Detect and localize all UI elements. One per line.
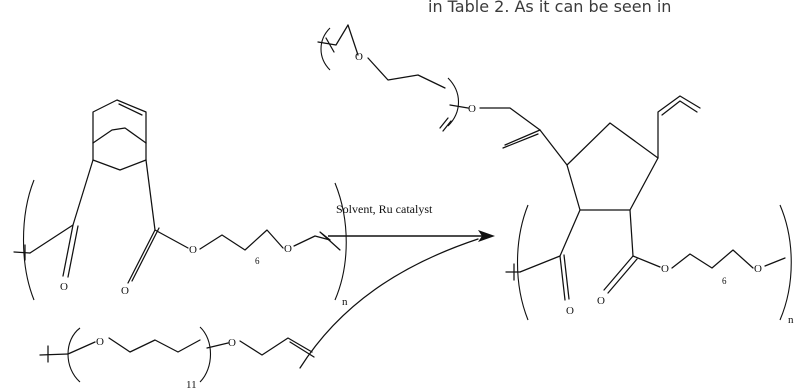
product-peg-left-paren xyxy=(320,27,331,71)
reaction-arrow[interactable] xyxy=(299,230,495,369)
clipped-body-text: in Table 2. As it can be seen in xyxy=(428,0,672,16)
atom-o-product-carbonyl-right: O xyxy=(597,295,605,307)
atom-o-product-peg-top: O xyxy=(355,51,363,63)
product-right-paren xyxy=(779,204,792,321)
norbornene-bridge xyxy=(92,127,147,144)
atom-o-peg-start: O xyxy=(96,336,104,348)
product-left-paren xyxy=(517,204,529,321)
peg-repeat-count: 11 xyxy=(186,379,197,388)
atom-o-product-peg-end: O xyxy=(468,103,476,115)
peg-left-paren xyxy=(67,327,81,383)
right-paren xyxy=(334,182,347,301)
repeat-n-left: n xyxy=(342,296,348,308)
atom-o-ether-left: O xyxy=(284,243,292,255)
atom-o-left-carbonyl: O xyxy=(60,281,68,293)
cyclopentane-ring xyxy=(566,122,659,211)
methylene-subscript-right: 6 xyxy=(722,276,727,286)
repeat-n-right: n xyxy=(788,314,794,326)
atom-o-peg-end: O xyxy=(228,337,236,349)
peg-right-paren xyxy=(199,326,211,383)
atom-o-product-ester: O xyxy=(661,263,669,275)
atom-o-ester: O xyxy=(189,244,197,256)
norbornene-ring xyxy=(92,99,147,144)
reactant-peg-allyl xyxy=(39,326,315,383)
left-paren xyxy=(22,179,35,301)
atom-o-product-carbonyl-left: O xyxy=(566,305,574,317)
atom-o-product-ether: O xyxy=(754,263,762,275)
reagent-curve xyxy=(299,238,479,369)
reaction-conditions-label: Solvent, Ru catalyst xyxy=(336,202,433,216)
product-polymer xyxy=(317,24,792,321)
product-peg-right-paren xyxy=(447,77,460,127)
reactant-norbornene-polymer xyxy=(13,99,347,301)
atom-o-ester-carbonyl: O xyxy=(121,285,129,297)
methylene-subscript-left: 6 xyxy=(255,256,260,266)
